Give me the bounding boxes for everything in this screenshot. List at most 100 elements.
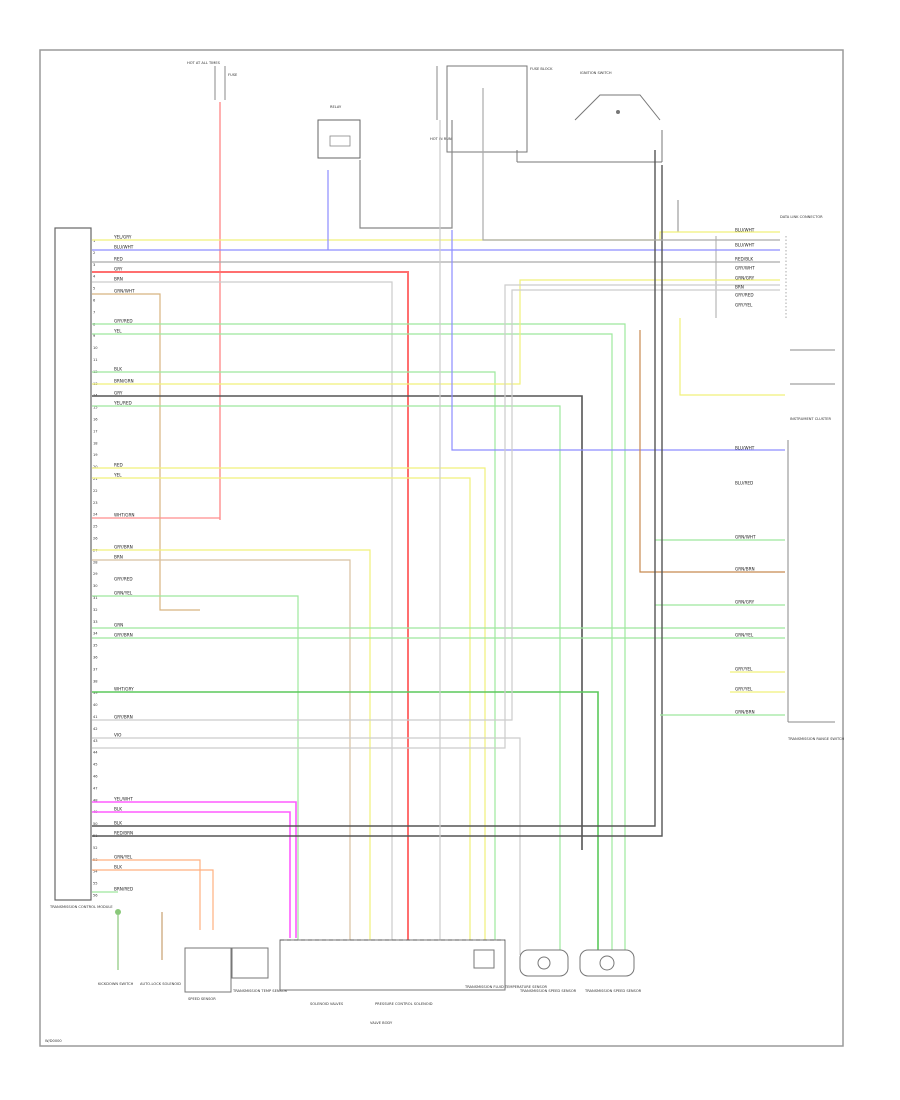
tcm-pin: 26 xyxy=(93,537,98,541)
wire-color-label: GRY/BRN xyxy=(114,545,133,550)
ignition-switch-top: IGNITION SWITCH xyxy=(580,71,612,75)
solenoid-valves-label: SOLENOID VALVES xyxy=(310,1002,344,1006)
wire-color-label: GRY xyxy=(114,391,123,396)
tcm-pin: 40 xyxy=(93,703,98,707)
tcm-pin: 4 xyxy=(93,275,96,279)
wire-color-label: BLK xyxy=(114,865,122,870)
tcm-pin: 56 xyxy=(93,894,98,898)
wire-harness xyxy=(92,88,785,960)
wire xyxy=(92,811,291,938)
wire-color-label: BLU/WHT xyxy=(114,245,134,250)
tcm-pin: 54 xyxy=(93,870,98,874)
tcm-pin: 33 xyxy=(93,620,98,624)
wire xyxy=(92,281,393,955)
speed-sensor-label: SPEED SENSOR xyxy=(188,997,216,1001)
tcm-pin: 47 xyxy=(93,786,98,790)
wire-color-label: GRY/BRN xyxy=(114,633,133,638)
fluid-temp-sensor: TRANSMISSION FLUID TEMPERATURE SENSOR xyxy=(464,949,548,989)
wire-color-label-right: GRY/YEL xyxy=(735,303,753,308)
speed-sensor-left: SPEED SENSOR xyxy=(184,947,232,1001)
wire-color-label: BRN/GRN xyxy=(114,379,134,384)
fuse-block-label: FUSE BLOCK xyxy=(530,67,553,71)
instrument-cluster-label: INSTRUMENT CLUSTER xyxy=(790,417,831,421)
wire xyxy=(92,559,351,955)
auto-lock-solenoid-label: AUTO-LOCK SOLENOID xyxy=(140,982,181,986)
tcm-pin: 5 xyxy=(93,287,95,291)
wire xyxy=(92,477,471,955)
transmission-range-switch: TRANSMISSION RANGE SWITCH xyxy=(787,440,845,741)
wire-color-labels-right: BLU/WHTBLU/WHTRED/BLKGRY/WHTGRN/GRYBRNGR… xyxy=(735,228,756,715)
tcm-pin: 31 xyxy=(93,596,98,600)
tcm-pin-labels: 1234567891011121314151617181920212223242… xyxy=(93,239,98,898)
tcm-module xyxy=(54,227,92,901)
wire xyxy=(92,170,780,251)
wire-color-label-right: GRN/WHT xyxy=(735,535,756,540)
tcm-pin: 41 xyxy=(93,715,98,719)
wire-color-label: GRY/RED xyxy=(114,319,133,324)
tcm-pin: 43 xyxy=(93,739,98,743)
auto-lock-solenoid: AUTO-LOCK SOLENOID xyxy=(140,912,181,986)
tcm-pin: 48 xyxy=(93,798,98,802)
wire xyxy=(92,801,297,938)
wire-color-label: WHT/GRN xyxy=(114,513,135,518)
wire-color-label: BRN xyxy=(114,277,123,282)
wire-color-label-right: GRN/YEL xyxy=(735,633,754,638)
tcm-pin: 3 xyxy=(93,263,95,267)
wire xyxy=(92,595,299,955)
wire xyxy=(92,737,521,955)
wire-color-label: BRN xyxy=(114,555,123,560)
data-link-label: DATA LINK CONNECTOR xyxy=(780,215,823,219)
ignition-switch: IGNITION SWITCH xyxy=(516,71,663,163)
wire-color-label: YEL/RED xyxy=(113,401,132,406)
wire xyxy=(92,549,371,955)
tcm-pin: 17 xyxy=(93,429,98,433)
wire xyxy=(92,284,780,749)
tcm-pin: 19 xyxy=(93,453,98,457)
hot-at-all-times-label: HOT AT ALL TIMES xyxy=(187,61,221,65)
tcm-pin: 38 xyxy=(93,679,98,683)
tr-switch-label: TRANSMISSION RANGE SWITCH xyxy=(787,737,845,741)
wire-color-label: YEL/WHT xyxy=(113,797,133,802)
valve-body: SOLENOID VALVES PRESSURE CONTROL SOLENOI… xyxy=(279,939,506,1025)
tcm-pin: 39 xyxy=(93,691,98,695)
trans-temp-sensor-label: TRANSMISSION TEMP SENSOR xyxy=(232,989,288,993)
fuse-block: FUSE BLOCK HOT IN RUN xyxy=(430,65,553,153)
tcm-pin: 37 xyxy=(93,667,98,671)
wire xyxy=(92,231,780,241)
top-left-fuse-feed: HOT AT ALL TIMES FUSE xyxy=(187,61,238,520)
diagram-border xyxy=(39,49,844,1047)
wire xyxy=(92,395,583,850)
wire-color-label-right: BLU/RED xyxy=(735,481,753,486)
wire-color-label: BRN/RED xyxy=(114,887,133,892)
wire-color-label: GRN xyxy=(114,623,123,628)
wire-color-label-right: GRY/YEL xyxy=(735,667,753,672)
kickdown-switch-label: KICKDOWN SWITCH xyxy=(98,982,134,986)
wire-color-label-right: GRY/YEL xyxy=(735,687,753,692)
wire-color-label: GRN/WHT xyxy=(114,289,135,294)
tcm-pin: 29 xyxy=(93,572,98,576)
wire xyxy=(451,230,785,451)
wire xyxy=(679,318,785,396)
tcm-pin: 23 xyxy=(93,501,98,505)
wire xyxy=(92,467,486,955)
wire xyxy=(639,330,785,573)
wire-color-label: VIO xyxy=(114,733,122,738)
tcm-pin: 1 xyxy=(93,239,95,243)
tcm-pin: 52 xyxy=(93,846,98,850)
wire xyxy=(92,165,663,837)
wire xyxy=(92,869,214,930)
trans-speed-sensor-1-label: TRANSMISSION SPEED SENSOR xyxy=(519,989,577,993)
tcm-pin: 20 xyxy=(93,465,98,469)
tcm-pin: 46 xyxy=(93,775,98,779)
tcm-pin: 42 xyxy=(93,727,98,731)
valve-body-label: VALVE BODY xyxy=(370,1021,393,1025)
wire-color-label: YEL xyxy=(113,329,122,334)
trans-speed-sensor-2-label: TRANSMISSION SPEED SENSOR xyxy=(584,989,642,993)
tcm-pin: 45 xyxy=(93,763,98,767)
wire xyxy=(92,323,626,955)
wire-color-label-right: GRY/WHT xyxy=(735,266,755,271)
wire-color-label: GRY/RED xyxy=(114,577,133,582)
tcm-pin: 55 xyxy=(93,882,98,886)
fluid-temp-sensor-label: TRANSMISSION FLUID TEMPERATURE SENSOR xyxy=(464,985,548,989)
